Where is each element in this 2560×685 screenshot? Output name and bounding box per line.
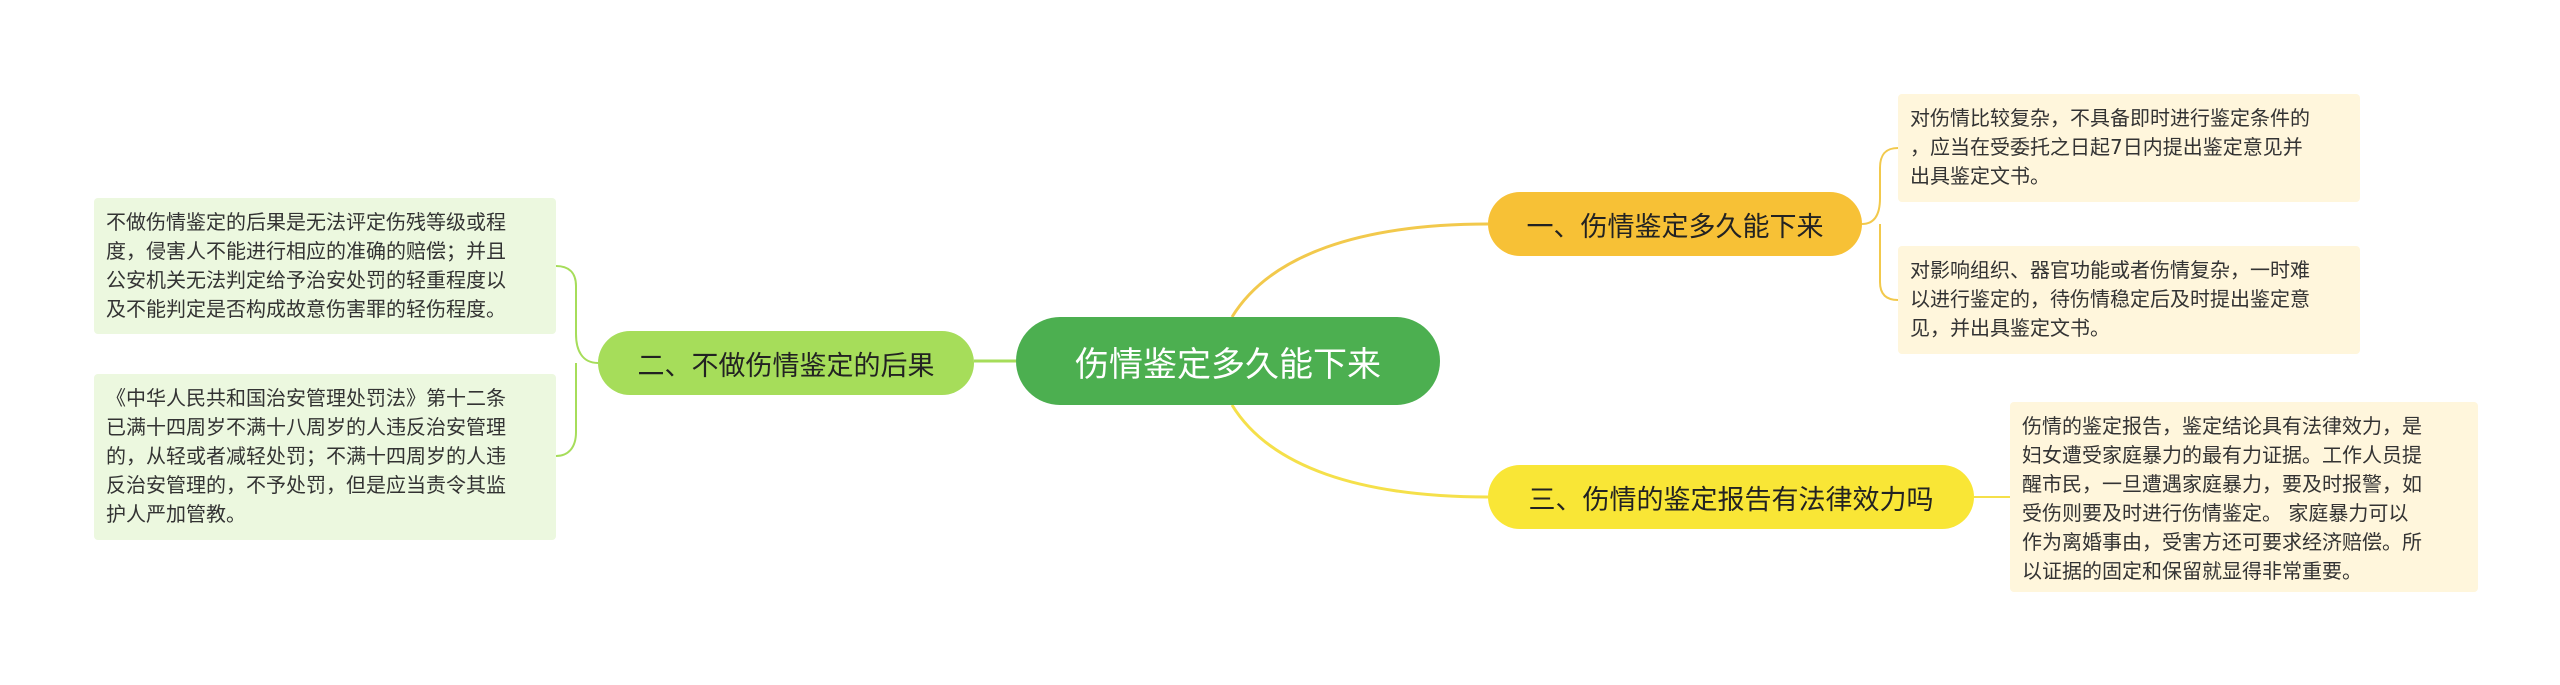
branch-topic-1[interactable]: 一、伤情鉴定多久能下来 bbox=[1488, 192, 1862, 256]
leaf-note-3a[interactable]: 伤情的鉴定报告，鉴定结论具有法律效力，是 妇女遭受家庭暴力的最有力证据。工作人员… bbox=[2010, 402, 2478, 592]
connector-branch-3-leaves bbox=[555, 265, 599, 457]
branch-topic-3[interactable]: 三、伤情的鉴定报告有法律效力吗 bbox=[1488, 465, 1974, 529]
root-topic[interactable]: 伤情鉴定多久能下来 bbox=[1016, 317, 1440, 405]
branch-topic-2[interactable]: 二、不做伤情鉴定的后果 bbox=[598, 331, 974, 395]
leaf-note-1a[interactable]: 对伤情比较复杂，不具备即时进行鉴定条件的 ，应当在受委托之日起7日内提出鉴定意见… bbox=[1898, 94, 2360, 202]
branch-topic-2-label: 二、不做伤情鉴定的后果 bbox=[637, 350, 935, 382]
leaf-note-2a[interactable]: 不做伤情鉴定的后果是无法评定伤残等级或程 度，侵害人不能进行相应的准确的赔偿；并… bbox=[94, 198, 556, 334]
leaf-note-2b[interactable]: 《中华人民共和国治安管理处罚法》第十二条 已满十四周岁不满十八周岁的人违反治安管… bbox=[94, 374, 556, 540]
root-topic-label: 伤情鉴定多久能下来 bbox=[1075, 344, 1381, 385]
branch-topic-1-label: 一、伤情鉴定多久能下来 bbox=[1526, 211, 1824, 243]
connector-root-branch-1 bbox=[1230, 222, 1489, 318]
branch-topic-3-label: 三、伤情的鉴定报告有法律效力吗 bbox=[1528, 484, 1934, 516]
leaf-note-1b[interactable]: 对影响组织、器官功能或者伤情复杂，一时难 以进行鉴定的，待伤情稳定后及时提出鉴定… bbox=[1898, 246, 2360, 354]
connector-root-branch-2 bbox=[1230, 404, 1489, 499]
connector-branch-1-leaves bbox=[1861, 147, 1899, 301]
